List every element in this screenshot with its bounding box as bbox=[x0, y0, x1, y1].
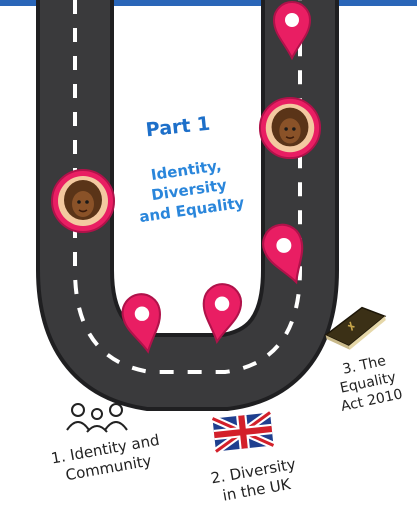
people-icon bbox=[66, 403, 128, 433]
road-lane-markings bbox=[73, 0, 302, 374]
map-pin-icon[interactable] bbox=[198, 282, 244, 344]
union-jack-flag-icon bbox=[212, 410, 274, 454]
top-accent-bar bbox=[0, 0, 417, 6]
book-icon bbox=[324, 306, 387, 350]
avatar-girl-icon[interactable] bbox=[50, 168, 116, 234]
map-pin-icon[interactable] bbox=[270, 0, 314, 60]
map-pin-icon[interactable] bbox=[262, 222, 310, 286]
avatar-girl-icon[interactable] bbox=[258, 96, 322, 160]
map-pin-icon[interactable] bbox=[120, 292, 166, 354]
